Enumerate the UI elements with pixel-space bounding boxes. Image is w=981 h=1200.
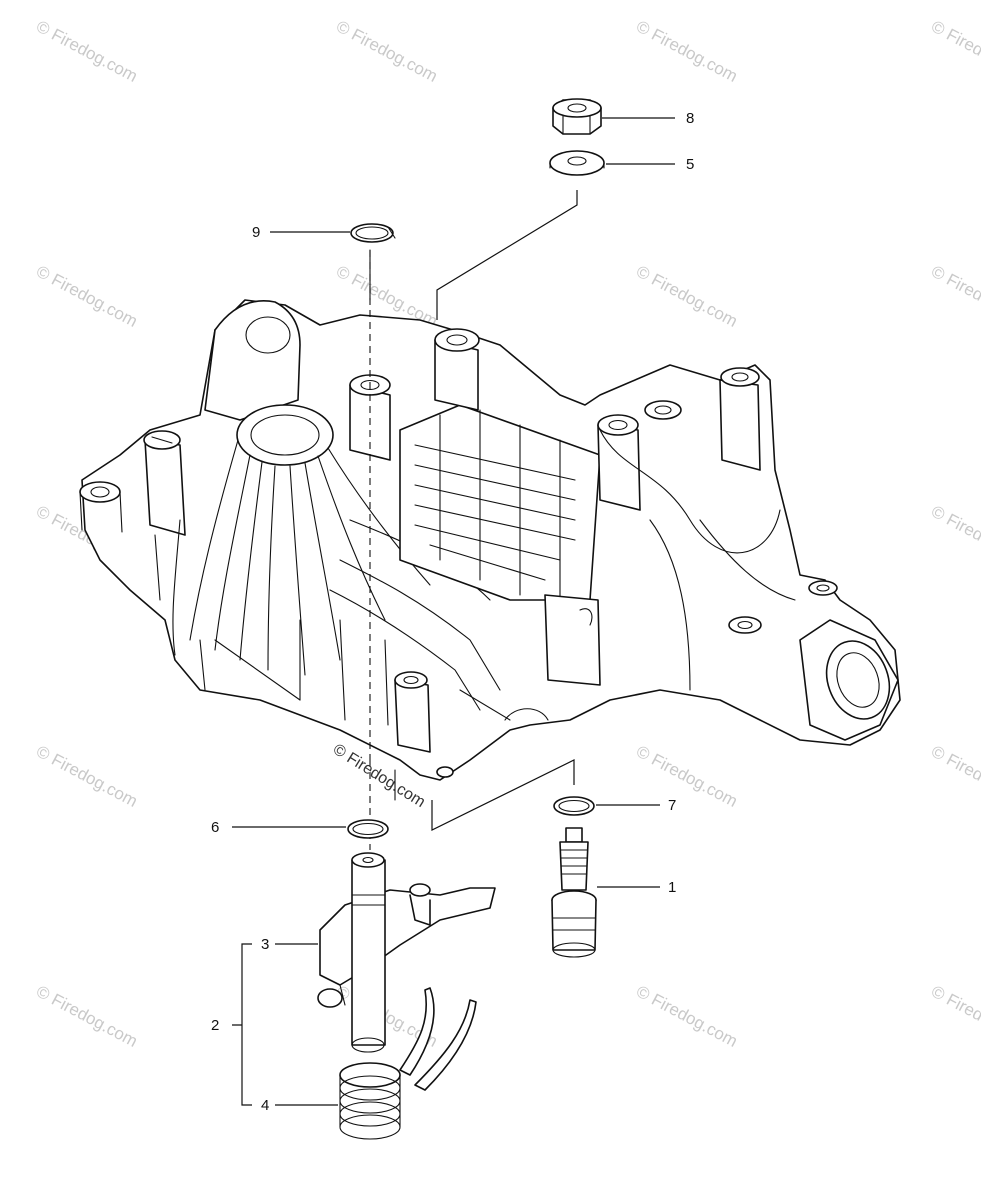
watermark: © Firedog.com	[928, 262, 981, 331]
watermark: © Firedog.com	[633, 982, 741, 1051]
part-7-o-ring	[553, 796, 595, 816]
watermark: © Firedog.com	[633, 262, 741, 331]
part-9-snap-ring	[350, 223, 396, 243]
callout-2: 2	[211, 1017, 219, 1034]
callout-8: 8	[686, 110, 694, 127]
callout-3: 3	[261, 936, 269, 953]
callout-4: 4	[261, 1097, 269, 1114]
watermark: © Firedog.com	[33, 262, 141, 331]
part-8-nut	[552, 98, 602, 135]
part-6-o-ring	[347, 819, 389, 839]
watermark: © Firedog.com	[928, 502, 981, 571]
part-2-shaft	[351, 852, 386, 1053]
leader-5-to-housing	[436, 190, 578, 320]
part-4-spring	[339, 987, 477, 1140]
callout-5: 5	[686, 156, 694, 173]
callout-6: 6	[211, 819, 219, 836]
bracket-2	[232, 943, 252, 1106]
leader-7-to-housing	[431, 759, 575, 831]
part-5-washer	[549, 150, 605, 176]
transaxle-housing	[79, 299, 901, 781]
part-1-stud	[551, 827, 597, 958]
callout-1: 1	[668, 879, 676, 896]
watermark: © Firedog.com	[928, 17, 981, 86]
callout-9: 9	[252, 224, 260, 241]
callout-7: 7	[668, 797, 676, 814]
watermark: © Firedog.com	[33, 982, 141, 1051]
watermark: © Firedog.com	[633, 17, 741, 86]
watermark: © Firedog.com	[633, 742, 741, 811]
watermark: © Firedog.com	[33, 17, 141, 86]
watermark: © Firedog.com	[33, 742, 141, 811]
watermark: © Firedog.com	[928, 742, 981, 811]
watermark: © Firedog.com	[333, 17, 441, 86]
watermark: © Firedog.com	[928, 982, 981, 1051]
